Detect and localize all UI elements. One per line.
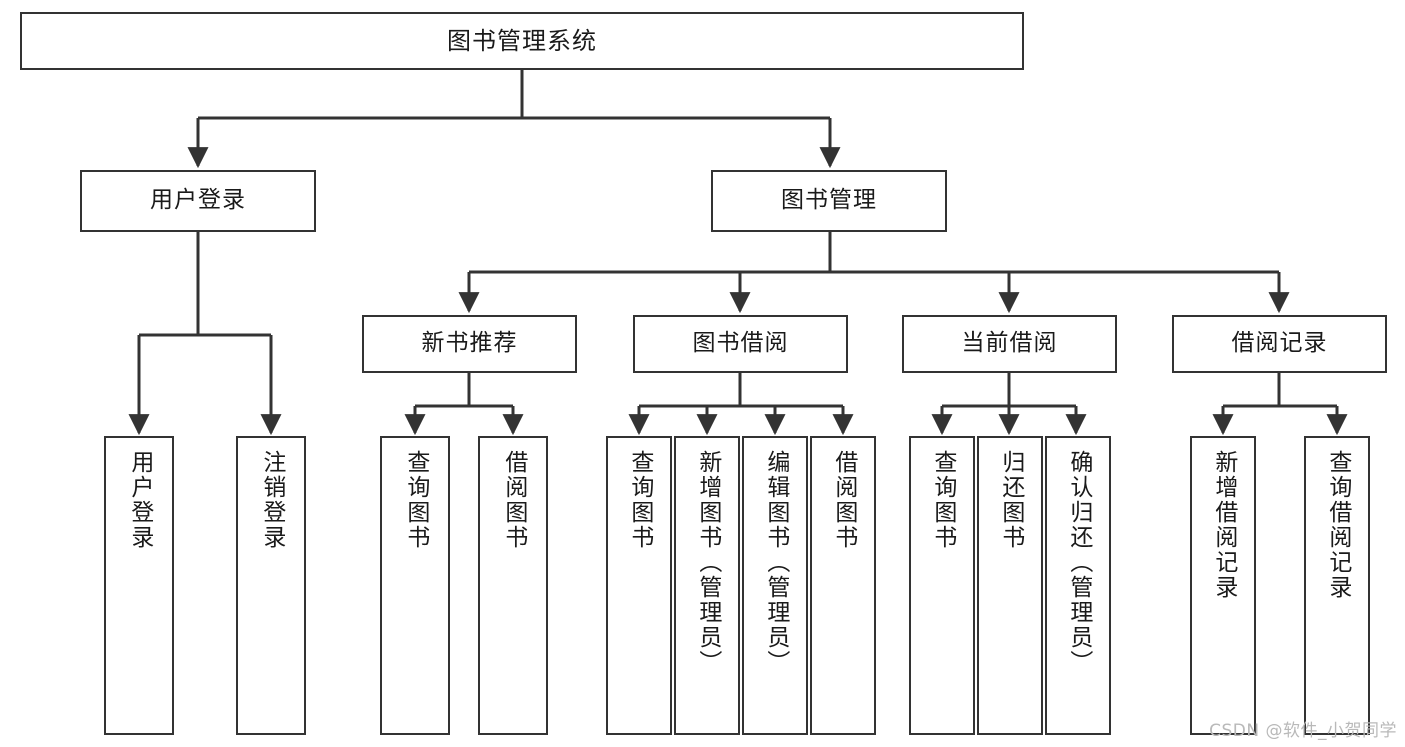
leaf-query-book-3-label: 查询图书: [929, 450, 956, 550]
leaf-user-login-label: 用户登录: [126, 450, 153, 550]
node-borrow-record[interactable]: 借阅记录: [1172, 315, 1387, 373]
leaf-add-record-label: 新增借阅记录: [1210, 450, 1237, 600]
leaf-query-book-2-label: 查询图书: [626, 450, 653, 550]
leaf-add-record[interactable]: 新增借阅记录: [1190, 436, 1256, 735]
leaf-edit-book[interactable]: 编辑图书（管理员）: [742, 436, 808, 735]
leaf-borrow-book-2-label: 借阅图书: [830, 450, 857, 550]
leaf-query-book-3[interactable]: 查询图书: [909, 436, 975, 735]
leaf-borrow-book-2[interactable]: 借阅图书: [810, 436, 876, 735]
leaf-edit-book-label: 编辑图书（管理员）: [762, 450, 789, 675]
leaf-confirm-return[interactable]: 确认归还（管理员）: [1045, 436, 1111, 735]
node-book-manage[interactable]: 图书管理: [711, 170, 947, 232]
node-borrow-record-label: 借阅记录: [1231, 330, 1328, 357]
node-book-borrow-label: 图书借阅: [692, 330, 789, 357]
leaf-query-record[interactable]: 查询借阅记录: [1304, 436, 1370, 735]
node-book-borrow[interactable]: 图书借阅: [633, 315, 848, 373]
node-book-manage-label: 图书管理: [781, 187, 877, 214]
leaf-query-book-2[interactable]: 查询图书: [606, 436, 672, 735]
node-new-book-rec[interactable]: 新书推荐: [362, 315, 577, 373]
leaf-user-logout[interactable]: 注销登录: [236, 436, 306, 735]
leaf-return-book-label: 归还图书: [997, 450, 1024, 550]
leaf-return-book[interactable]: 归还图书: [977, 436, 1043, 735]
node-root[interactable]: 图书管理系统: [20, 12, 1024, 70]
leaf-add-book-label: 新增图书（管理员）: [694, 450, 721, 675]
leaf-borrow-book-1[interactable]: 借阅图书: [478, 436, 548, 735]
leaf-add-book[interactable]: 新增图书（管理员）: [674, 436, 740, 735]
leaf-query-book-1-label: 查询图书: [402, 450, 429, 550]
node-new-book-rec-label: 新书推荐: [421, 330, 518, 357]
leaf-query-record-label: 查询借阅记录: [1324, 450, 1351, 600]
node-current-borrow-label: 当前借阅: [961, 330, 1058, 357]
node-user-login-label: 用户登录: [150, 187, 246, 214]
node-current-borrow[interactable]: 当前借阅: [902, 315, 1117, 373]
csdn-watermark: CSDN @软件_小贺同学: [1209, 721, 1397, 741]
node-root-label: 图书管理系统: [447, 26, 597, 55]
leaf-confirm-return-label: 确认归还（管理员）: [1065, 450, 1092, 675]
leaf-query-book-1[interactable]: 查询图书: [380, 436, 450, 735]
leaf-user-login[interactable]: 用户登录: [104, 436, 174, 735]
leaf-user-logout-label: 注销登录: [258, 450, 285, 550]
node-user-login[interactable]: 用户登录: [80, 170, 316, 232]
leaf-borrow-book-1-label: 借阅图书: [500, 450, 527, 550]
